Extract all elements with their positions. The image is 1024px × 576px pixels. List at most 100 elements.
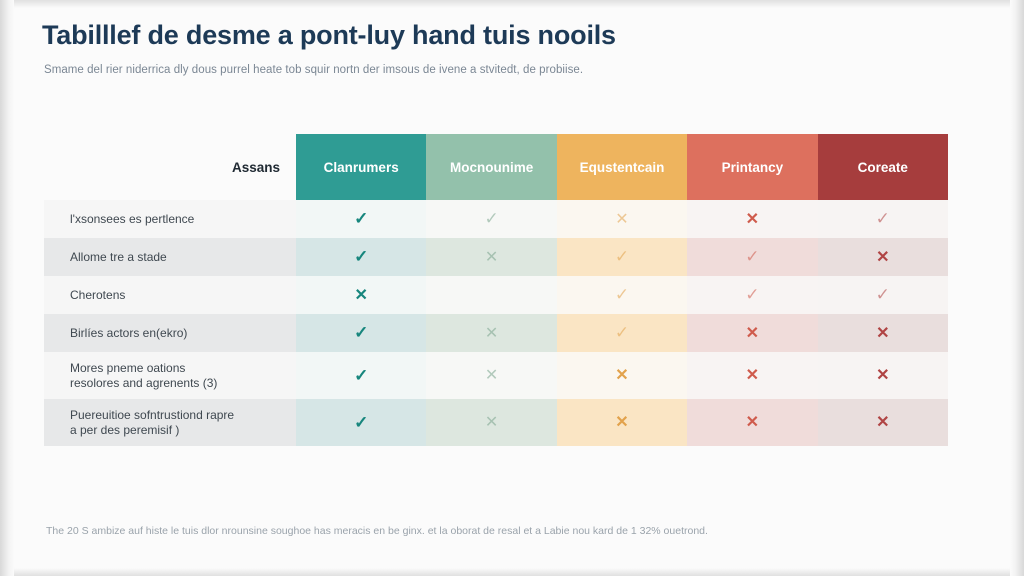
check-icon: ✓ [354, 247, 369, 266]
page-subtitle: Smame del rier niderrica dly dous purrel… [44, 64, 584, 76]
cell-r3-c2[interactable] [426, 276, 557, 314]
check-icon: ✓ [354, 365, 369, 385]
table-row: Cherotens ✕ ✓ ✓ ✓ [44, 276, 948, 314]
cross-icon: ✕ [615, 414, 629, 431]
cross-icon: ✕ [484, 367, 499, 384]
cell-r3-c4[interactable]: ✓ [687, 276, 818, 314]
page-edge-bottom [0, 568, 1024, 576]
column-header-label: Mocnounime [449, 159, 534, 175]
column-header-2[interactable]: Mocnounime [426, 134, 557, 200]
cell-r1-c1[interactable]: ✓ [296, 200, 427, 238]
page-title: Tabilllef de desme a pont-luy hand tuis … [42, 20, 616, 50]
check-icon: ✓ [354, 323, 369, 342]
page-edge-top [0, 0, 1024, 8]
cell-r2-c3[interactable]: ✓ [556, 238, 688, 276]
cell-r4-c3[interactable]: ✓ [556, 314, 688, 352]
cell-r4-c5[interactable]: ✕ [817, 314, 948, 352]
cell-r6-c1[interactable]: ✓ [296, 399, 427, 446]
cross-icon: ✕ [745, 414, 760, 431]
cell-r6-c4[interactable]: ✕ [687, 399, 818, 446]
table-row: Birlíes actors en(ekro) ✓ ✕ ✓ ✕ ✕ [44, 314, 948, 352]
cell-r5-c1[interactable]: ✓ [296, 352, 427, 399]
cell-r5-c3[interactable]: ✕ [556, 352, 688, 399]
cell-r2-c5[interactable]: ✕ [817, 238, 948, 276]
cross-icon: ✕ [745, 324, 760, 342]
column-header-3[interactable]: Equstentcain [556, 134, 688, 200]
cell-r2-c1[interactable]: ✓ [296, 238, 427, 276]
cross-icon: ✕ [484, 248, 499, 266]
cell-r4-c1[interactable]: ✓ [296, 314, 427, 352]
row-label-line1: l'xsonsees es pertlence [70, 211, 195, 226]
cross-icon: ✕ [484, 324, 499, 342]
page-edge-right [1010, 0, 1024, 576]
check-icon: ✓ [614, 323, 630, 342]
check-icon: ✓ [614, 285, 630, 304]
check-icon: ✓ [484, 209, 499, 228]
cell-r3-c1[interactable]: ✕ [296, 276, 427, 314]
column-header-label: Printancy [721, 159, 784, 175]
column-header-label: Equstentcain [579, 159, 665, 175]
check-icon: ✓ [745, 247, 760, 266]
cell-r1-c4[interactable]: ✕ [687, 200, 818, 238]
table-body: l'xsonsees es pertlence✓✓✕✕✓Allome tre a… [44, 200, 948, 446]
row-label-line1: Cherotens [70, 287, 126, 302]
row-label-line2: resolores and agrenents (3) [70, 375, 218, 390]
check-icon: ✓ [745, 285, 760, 304]
cross-icon: ✕ [615, 210, 629, 228]
cell-r4-c2[interactable]: ✕ [426, 314, 557, 352]
cross-icon: ✕ [876, 367, 890, 384]
table-row: Allome tre a stade ✓ ✕ ✓ ✓ ✕ [44, 238, 948, 276]
row-label-line1: Puereuitioe sofntrustiond rapre [70, 407, 235, 422]
cell-r6-c3[interactable]: ✕ [556, 399, 688, 446]
column-header-label: Clanrumers [323, 159, 399, 175]
cell-r1-c3[interactable]: ✕ [556, 200, 688, 238]
row-label-line1: Mores pneme oations [70, 360, 186, 375]
row-label-2: Allome tre a stade [44, 238, 296, 276]
page-edge-left [0, 0, 14, 576]
row-label-line2: a per des peremisif ) [70, 422, 180, 437]
row-label-1: l'xsonsees es pertlence [44, 200, 296, 238]
check-icon: ✓ [875, 285, 890, 304]
row-label-4: Birlíes actors en(ekro) [44, 314, 296, 352]
cell-r5-c5[interactable]: ✕ [817, 352, 948, 399]
check-icon: ✓ [875, 209, 890, 228]
column-header-5[interactable]: Coreate [817, 134, 948, 200]
column-header-1[interactable]: Clanrumers [296, 134, 427, 200]
cell-r3-c5[interactable]: ✓ [817, 276, 948, 314]
cross-icon: ✕ [354, 286, 368, 304]
table-row: l'xsonsees es pertlence ✓ ✓ ✕ ✕ ✓ [44, 200, 948, 238]
cell-r1-c5[interactable]: ✓ [817, 200, 948, 238]
cell-r4-c4[interactable]: ✕ [687, 314, 818, 352]
cross-icon: ✕ [745, 210, 760, 228]
cell-r1-c2[interactable]: ✓ [426, 200, 557, 238]
check-icon: ✓ [354, 209, 369, 228]
cell-r6-c5[interactable]: ✕ [817, 399, 948, 446]
cross-icon: ✕ [876, 248, 890, 266]
cell-r5-c4[interactable]: ✕ [687, 352, 818, 399]
row-label-line1: Birlíes actors en(ekro) [70, 325, 188, 340]
column-header-label: Coreate [857, 159, 908, 175]
cell-r6-c2[interactable]: ✕ [426, 399, 557, 446]
cross-icon: ✕ [745, 367, 760, 384]
check-icon: ✓ [354, 412, 369, 432]
cross-icon: ✕ [876, 324, 890, 342]
row-label-3: Cherotens [44, 276, 296, 314]
cell-r3-c3[interactable]: ✓ [556, 276, 688, 314]
cell-r2-c2[interactable]: ✕ [426, 238, 557, 276]
cross-icon: ✕ [615, 367, 629, 384]
cross-icon: ✕ [484, 414, 499, 431]
cross-icon: ✕ [876, 414, 890, 431]
column-header-4[interactable]: Printancy [687, 134, 818, 200]
cell-r5-c2[interactable]: ✕ [426, 352, 557, 399]
check-icon: ✓ [614, 247, 630, 266]
cell-r2-c4[interactable]: ✓ [687, 238, 818, 276]
row-label-line1: Allome tre a stade [70, 249, 167, 264]
